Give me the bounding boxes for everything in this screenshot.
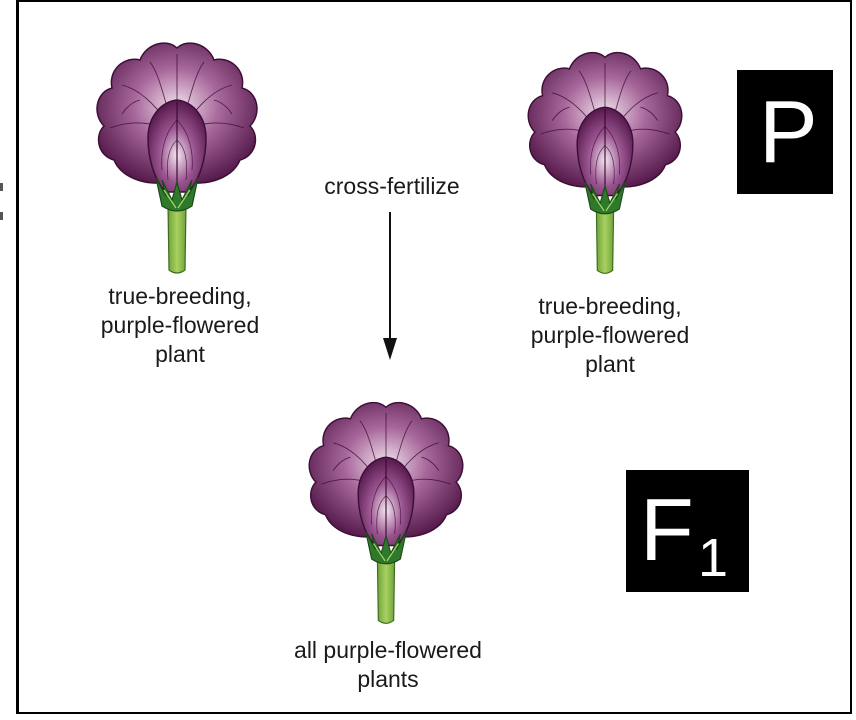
offspring-label: all purple-flowered plants xyxy=(238,636,538,694)
parent-right-label: true-breeding, purple-flowered plant xyxy=(500,292,720,379)
cross-fertilize-label: cross-fertilize xyxy=(292,172,492,201)
generation-f1-box: F 1 xyxy=(626,470,749,592)
generation-f-subscript: 1 xyxy=(698,528,728,588)
generation-p-box: P xyxy=(737,70,833,194)
parent-flower-right-icon xyxy=(517,40,693,280)
generation-p-label: P xyxy=(759,84,818,180)
generation-f-label: F xyxy=(640,482,694,578)
offspring-flower-icon xyxy=(296,390,476,630)
parent-left-label: true-breeding, purple-flowered plant xyxy=(70,282,290,369)
edge-mark-bottom xyxy=(0,212,3,220)
down-arrow-icon xyxy=(380,212,400,362)
parent-flower-left-icon xyxy=(89,30,265,280)
edge-mark-top xyxy=(0,183,3,191)
